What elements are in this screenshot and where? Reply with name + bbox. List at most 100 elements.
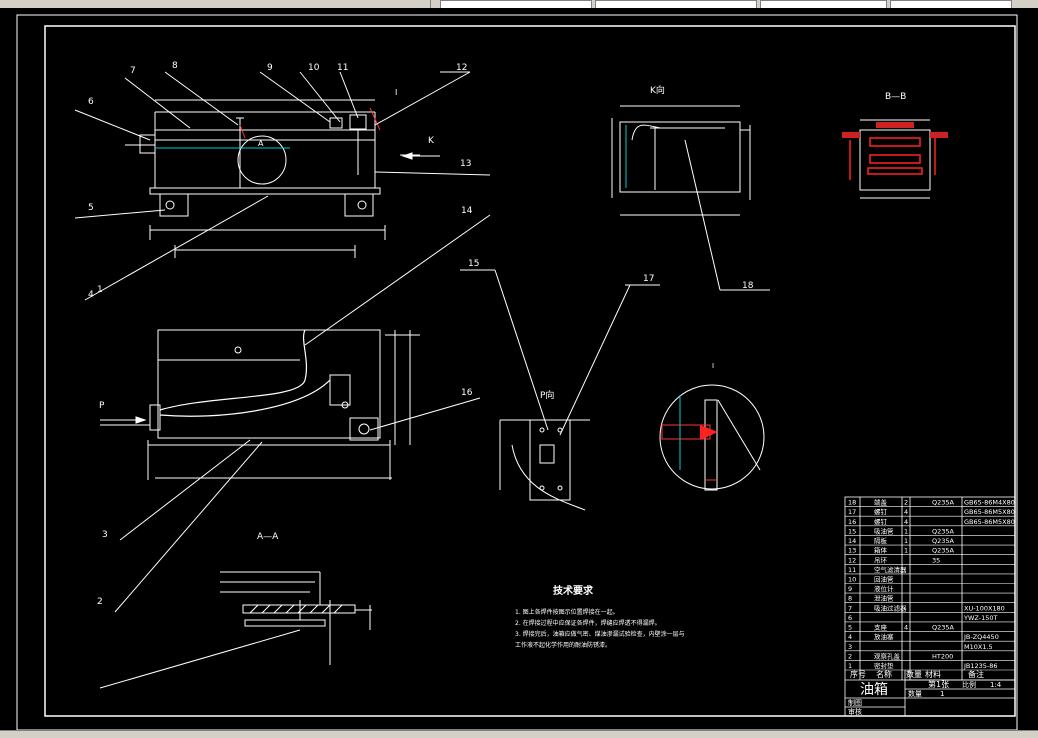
- layer-dropdown[interactable]: [440, 0, 592, 8]
- bom-cell-no: 14: [848, 537, 856, 545]
- bom-cell-name: 放油塞: [874, 632, 894, 641]
- bom-cell-qty: 4: [904, 508, 908, 516]
- qty-value: 1: [940, 690, 944, 698]
- bom-cell-material: Q235A: [932, 527, 955, 535]
- bom-cell-name: 支座: [874, 623, 888, 632]
- front-view-red-lines: [239, 107, 381, 139]
- bom-cell-no: 4: [848, 633, 852, 641]
- bom-cell-name: 螺钉: [874, 517, 888, 526]
- b-section-label: B—B: [885, 92, 906, 102]
- bom-cell-note: JB1235-86: [963, 662, 998, 670]
- tech-req-line: 工作液不起化学作用的耐油防锈漆。: [515, 641, 611, 649]
- leader-lines-lower: [100, 214, 495, 613]
- checked-label: 审核: [848, 707, 862, 716]
- bom-header-no: 序号: [850, 669, 866, 679]
- status-bar: [0, 730, 1038, 738]
- sheet-number: 第1张: [928, 679, 949, 689]
- part-number: 5: [88, 203, 94, 213]
- part-number: 13: [460, 159, 471, 169]
- bom-grid: [844, 496, 1016, 717]
- part-number-labels: 1 2 3 4 5 6 7 8 9 10 11 12 13 14 15 16 1…: [88, 61, 754, 607]
- bom-cell-no: 10: [848, 576, 856, 584]
- bom-cell-name: 箱体: [874, 546, 888, 555]
- part-number: 11: [337, 63, 348, 73]
- bom-cell-qty: 2: [904, 499, 908, 507]
- bom-cell-name: 观察孔盖: [874, 651, 901, 660]
- part-number: 8: [172, 61, 178, 71]
- bom-cell-qty: 4: [904, 624, 908, 632]
- bom-header-qty: 数量: [906, 669, 922, 679]
- bom-cell-no: 8: [848, 595, 852, 603]
- drawing-canvas[interactable]: K向 B—B A—A P向 I I K P A 1 2 3 4 5 6 7 8 …: [0, 8, 1038, 731]
- bom-cell-name: 螺钉: [874, 507, 888, 516]
- part-number: 10: [308, 63, 320, 73]
- toolbar-segment[interactable]: [380, 0, 431, 8]
- bom-cell-qty: 1: [904, 527, 908, 535]
- p-view-label: P向: [540, 389, 554, 401]
- bom-cell-note: GB65-86M5X80: [964, 508, 1015, 516]
- bom-header-material: 材料: [925, 669, 941, 679]
- bom-cell-name: 吸油过滤器: [874, 603, 907, 612]
- bom-cell-qty: 1: [904, 537, 908, 545]
- part-number: 9: [267, 63, 273, 73]
- bom-cell-no: 1: [848, 662, 852, 670]
- bom-cell-note: GB65-86M4X80: [964, 499, 1015, 507]
- bom-cell-name: 泄油管: [874, 594, 894, 603]
- bom-cell-material: 35: [932, 556, 940, 564]
- part-number: 7: [130, 66, 136, 76]
- bom-cell-name: 液位计: [874, 584, 894, 593]
- bom-cell-material: Q235A: [932, 624, 955, 632]
- tech-req-line: 1. 图上各焊件按图示位置焊接在一起。: [515, 608, 619, 616]
- b-section-fill: [842, 122, 948, 138]
- tech-req-title: 技术要求: [553, 584, 594, 597]
- tech-req-line: 2. 在焊接过程中应保证各焊件，焊缝应焊透不得漏焊。: [515, 619, 661, 627]
- bom-cell-note: JB-ZQ4450: [963, 633, 999, 641]
- drawing-border: [44, 25, 1016, 717]
- part-number: 1: [97, 285, 103, 295]
- k-view-label: K向: [650, 84, 665, 96]
- toolbar: [0, 0, 1038, 8]
- scale-label: 比例: [962, 680, 976, 689]
- part-number: 15: [468, 259, 479, 269]
- detail-i-marker: I: [395, 88, 397, 97]
- bom-cell-material: Q235A: [932, 547, 955, 555]
- part-number: 6: [88, 97, 94, 107]
- title-block: 序号 名称 数量 材料 备注 油箱 第1张 数量 1 比例 1:4 制图 审核: [848, 669, 1002, 716]
- p-view-leaders: [494, 269, 660, 436]
- lineweight-dropdown[interactable]: [760, 0, 887, 8]
- section-a-mark: A: [258, 139, 264, 148]
- toolbar-segment[interactable]: [60, 0, 381, 8]
- bom-cell-name: 隔板: [874, 536, 888, 545]
- part-number: 2: [97, 597, 103, 607]
- front-view: [125, 99, 386, 258]
- view-arrows: [100, 152, 440, 424]
- toolbar-segment[interactable]: [0, 0, 61, 8]
- bom-cell-name: 空气滤清器: [874, 565, 907, 574]
- linetype-dropdown[interactable]: [595, 0, 757, 8]
- bom-cell-name: 端盖: [874, 498, 888, 507]
- bom-cell-qty: 4: [904, 518, 908, 526]
- detail-i-label: I: [712, 362, 714, 370]
- bom-header-note: 备注: [968, 669, 984, 679]
- drawing-title: 油箱: [860, 682, 888, 698]
- scale-value: 1:4: [990, 681, 1002, 689]
- k-arrow-label: K: [428, 136, 435, 146]
- bom-cell-note: YWZ-150T: [963, 614, 997, 622]
- bom-cell-no: 18: [848, 499, 856, 507]
- k-view: [611, 105, 751, 216]
- bom-cell-note: M10X1.5: [964, 643, 993, 651]
- plotstyle-dropdown[interactable]: [890, 0, 1012, 8]
- bom-cell-no: 12: [848, 556, 856, 564]
- p-arrow-label: P: [99, 401, 105, 411]
- detail-i: [659, 384, 765, 491]
- part-number: 14: [461, 206, 473, 216]
- cad-drawing: K向 B—B A—A P向 I I K P A 1 2 3 4 5 6 7 8 …: [16, 14, 1018, 731]
- b-section-red: [849, 135, 936, 180]
- tech-req-line: 3. 焊接完后，油箱应做气密、煤油渗漏试验检查，内壁涂一层与: [515, 630, 685, 638]
- bom-cell-no: 15: [848, 527, 856, 535]
- bom-cell-no: 3: [848, 643, 852, 651]
- bom-cell-name: 吊环: [874, 556, 888, 564]
- part-number: 17: [643, 274, 654, 284]
- bom-cell-no: 11: [848, 566, 856, 574]
